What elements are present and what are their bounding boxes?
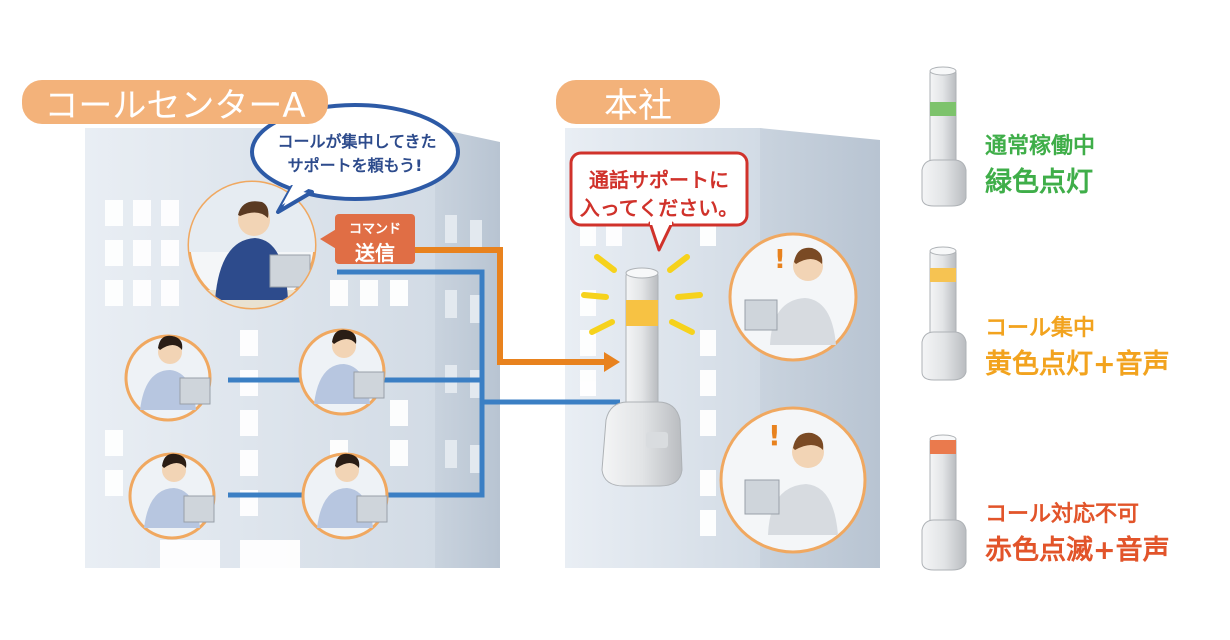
signal-tower-green-icon [921,66,967,207]
operator-headset-icon [128,452,216,540]
headquarters-label: 本社 [556,80,720,126]
legend-yellow-signal: 黄色点灯+音声 [985,349,1170,380]
legend-yellow-status: コール集中 [985,316,1096,341]
legend-green-status: 通常稼働中 [985,134,1096,159]
command-pointer [320,228,338,250]
operator-headset-icon [298,328,386,416]
hq-bubble-line2: 入ってください。 [579,196,739,220]
hq-staff-icon: ! [728,232,858,362]
call-center-label: コールセンターA [22,80,328,126]
legend-red-signal: 赤色点滅+音声 [985,535,1170,566]
legend-green-signal: 緑色点灯 [985,167,1093,198]
command-send-badge: コマンド 送信 [335,214,415,265]
signal-tower-icon [581,254,703,487]
call-center-speech-bubble [250,103,460,214]
exclamation-icon: ! [768,419,781,452]
command-line1: コマンド [348,222,401,237]
call-center-bubble-line1: コールが集中してきた [277,132,437,151]
exclamation-icon: ! [774,245,786,275]
hq-bubble-line1: 通話サポートに [589,168,729,192]
command-arrow [410,247,620,372]
hq-staff-icon: ! [719,406,867,554]
command-line2: 送信 [355,241,395,265]
operator-headset-icon [301,452,389,540]
operator-headset-icon [124,334,212,422]
signal-tower-red-icon [921,434,967,571]
signal-tower-yellow-icon [921,246,967,381]
hq-speech-bubble [569,151,749,252]
call-center-bubble-line2: サポートを頼もう! [287,156,423,175]
legend-red-status: コール対応不可 [985,502,1140,527]
